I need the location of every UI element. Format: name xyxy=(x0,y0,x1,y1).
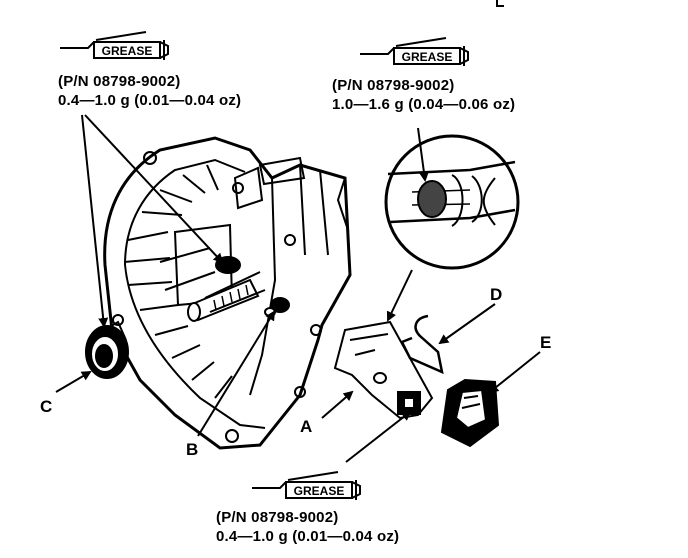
spec-part-number: (P/N 08798-9002) xyxy=(58,73,181,90)
spec-amount: 0.4—1.0 g (0.01—0.04 oz) xyxy=(58,92,242,109)
release-fork xyxy=(333,320,434,420)
spec-part-number: (P/N 08798-9002) xyxy=(216,509,339,526)
callout-c: C xyxy=(40,397,53,416)
detail-magnifier xyxy=(384,134,520,270)
fork-boot xyxy=(440,378,500,448)
fork-pivot xyxy=(264,297,290,317)
grease-tag-label: GREASE xyxy=(294,484,345,498)
spec-left: (P/N 08798-9002) 0.4—1.0 g (0.01—0.04 oz… xyxy=(58,72,241,110)
page-fragment xyxy=(496,0,504,7)
spec-amount: 1.0—1.6 g (0.04—0.06 oz) xyxy=(332,96,516,113)
grease-tag: GREASE xyxy=(60,31,169,60)
spec-bottom: (P/N 08798-9002) 0.4—1.0 g (0.01—0.04 oz… xyxy=(216,508,399,546)
leader-lines xyxy=(55,114,541,463)
spec-amount: 0.4—1.0 g (0.01—0.04 oz) xyxy=(216,528,400,545)
callout-b: B xyxy=(186,440,199,459)
input-shaft xyxy=(187,256,266,322)
callout-a: A xyxy=(300,417,313,436)
spring-clip xyxy=(400,314,444,375)
grease-tag: GREASE xyxy=(360,37,469,66)
spec-part-number: (P/N 08798-9002) xyxy=(332,77,455,94)
spec-right: (P/N 08798-9002) 1.0—1.6 g (0.04—0.06 oz… xyxy=(332,76,515,114)
callout-e: E xyxy=(540,333,552,352)
grease-tag: GREASE xyxy=(252,471,361,500)
grease-tag-label: GREASE xyxy=(402,50,453,64)
grease-tag-label: GREASE xyxy=(102,44,153,58)
callout-d: D xyxy=(490,285,503,304)
release-bearing xyxy=(85,320,129,379)
